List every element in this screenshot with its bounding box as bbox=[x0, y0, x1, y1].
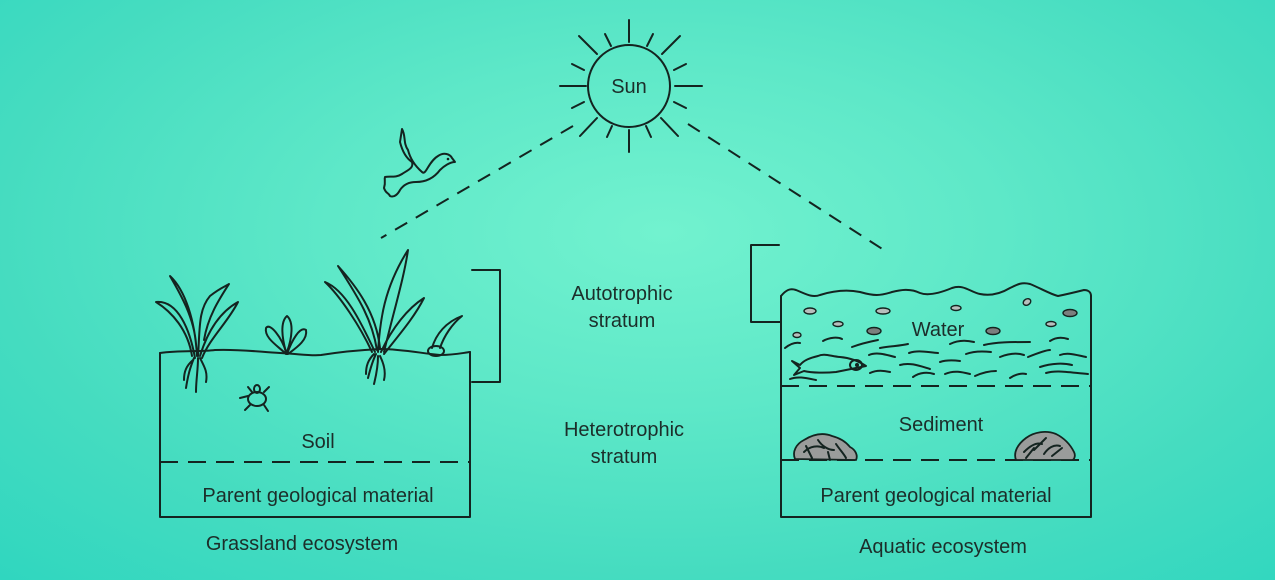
sediment-label: Sediment bbox=[899, 414, 984, 436]
grass-plant-icon bbox=[324, 249, 425, 385]
herb-icon bbox=[264, 315, 308, 355]
plankton-particles bbox=[792, 298, 1078, 339]
autotrophic-label-line1: Autotrophic bbox=[571, 283, 672, 305]
rock-icon bbox=[1014, 431, 1076, 461]
aquatic-ecosystem: Water bbox=[750, 244, 1092, 558]
autotrophic-bracket-grassland bbox=[471, 269, 501, 383]
aquatic-caption: Aquatic ecosystem bbox=[859, 536, 1027, 558]
heterotrophic-label-line1: Heterotrophic bbox=[564, 419, 684, 441]
autotrophic-label-line2: stratum bbox=[589, 310, 656, 332]
parent-material-label-grassland: Parent geological material bbox=[202, 485, 433, 507]
sun-icon: Sun bbox=[559, 19, 703, 153]
sunlight-path-right bbox=[687, 123, 888, 253]
strata-labels: Autotrophic stratum Heterotrophic stratu… bbox=[564, 283, 684, 468]
fish-icon bbox=[791, 353, 867, 376]
parent-material-label-aquatic: Parent geological material bbox=[820, 485, 1051, 507]
autotrophic-bracket-aquatic bbox=[750, 244, 782, 323]
bird-icon bbox=[383, 128, 456, 198]
water-waves bbox=[784, 336, 1089, 381]
soil-insect-icon bbox=[239, 384, 270, 412]
heterotrophic-label-line2: stratum bbox=[591, 446, 658, 468]
grassland-caption: Grassland ecosystem bbox=[206, 533, 398, 555]
water-label: Water bbox=[912, 319, 965, 341]
seedling-icon bbox=[427, 315, 463, 357]
sun-label: Sun bbox=[611, 76, 647, 98]
grassland-ecosystem: Soil Parent geological material Grasslan… bbox=[155, 249, 501, 555]
sunlight-path-left bbox=[380, 125, 574, 239]
rock-icon bbox=[793, 433, 858, 461]
soil-label: Soil bbox=[301, 431, 334, 453]
grass-plant-icon bbox=[155, 275, 239, 393]
